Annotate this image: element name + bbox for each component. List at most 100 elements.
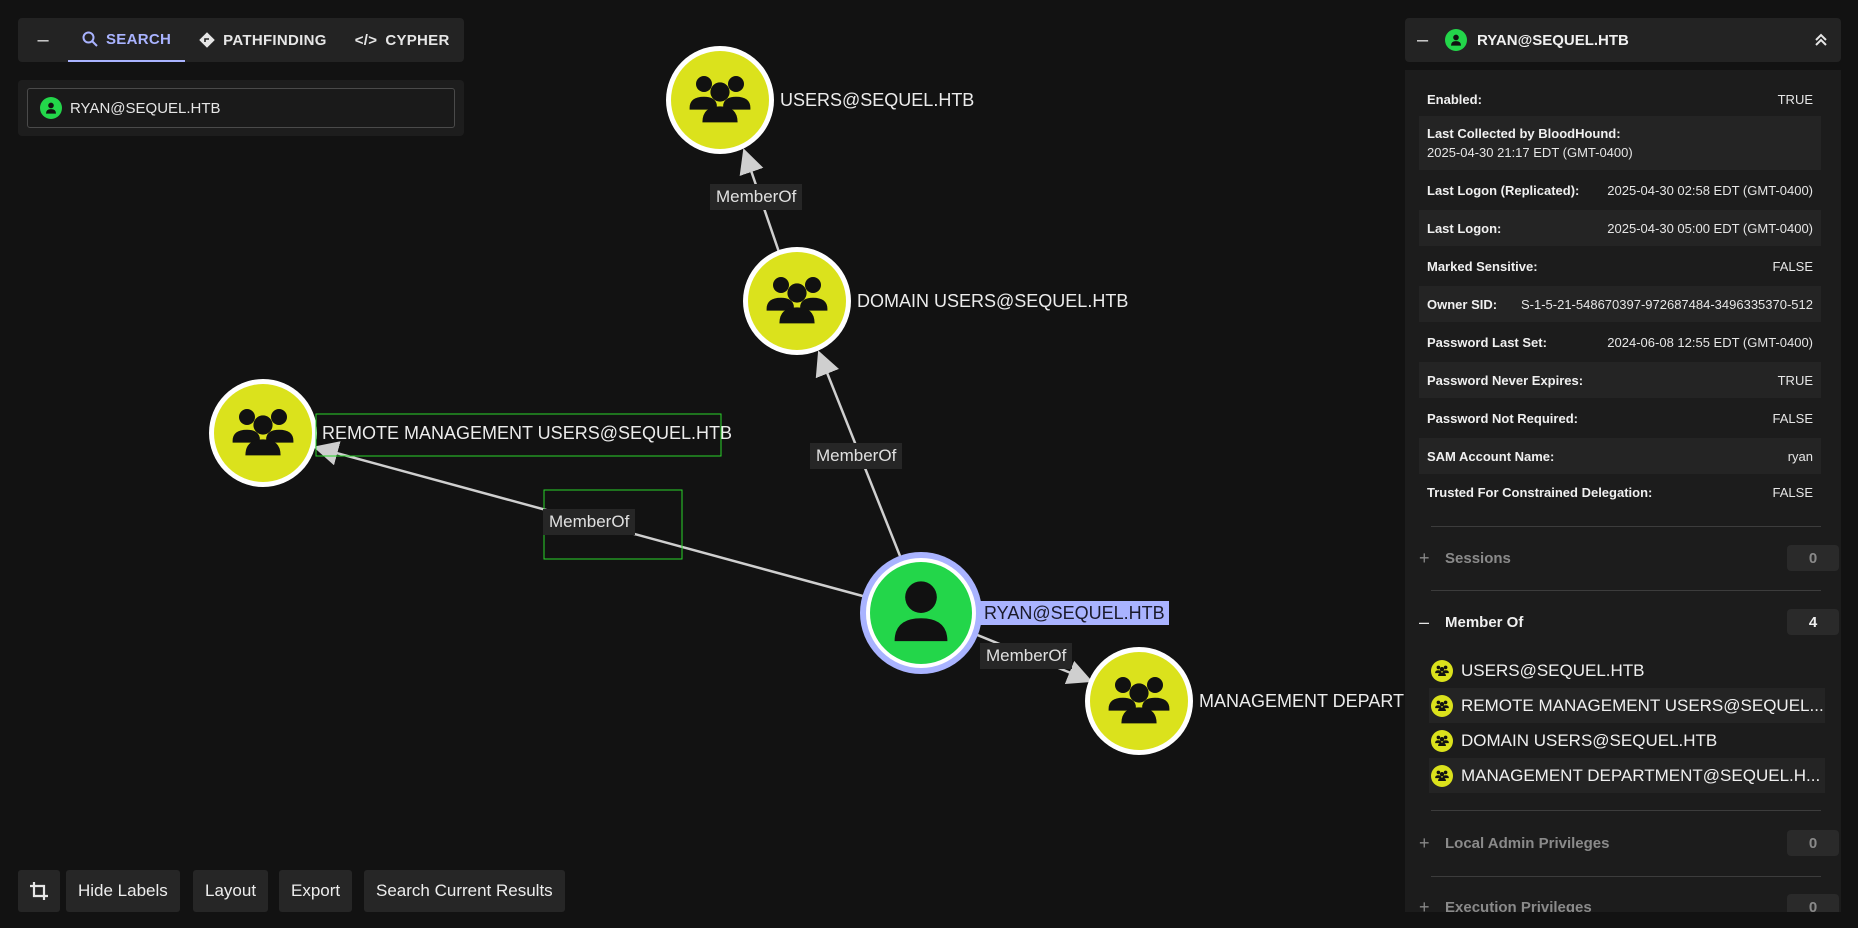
- prop-key: Password Not Required:: [1427, 410, 1578, 426]
- node-label-rmu: REMOTE MANAGEMENT USERS@SEQUEL.HTB: [322, 423, 733, 443]
- prop-key: Password Never Expires:: [1427, 372, 1584, 388]
- export-button[interactable]: Export: [279, 870, 353, 912]
- node-label-users: USERS@SEQUEL.HTB: [780, 90, 975, 110]
- prop-value: TRUE: [1777, 372, 1813, 388]
- edge-label-rmu: MemberOf: [543, 509, 636, 535]
- list-item[interactable]: USERS@SEQUEL.HTB: [1429, 653, 1825, 688]
- group-icon: [1431, 729, 1453, 752]
- prop-row: Password Not Required: FALSE: [1419, 400, 1821, 436]
- search-input[interactable]: RYAN@SEQUEL.HTB: [27, 88, 455, 128]
- prop-row: Enabled: TRUE: [1419, 84, 1821, 114]
- prop-key: Last Collected by BloodHound:: [1427, 126, 1621, 141]
- prop-key: Last Logon (Replicated):: [1427, 182, 1580, 198]
- list-item-label: REMOTE MANAGEMENT USERS@SEQUEL....: [1461, 695, 1825, 715]
- search-icon: [82, 31, 98, 47]
- detail-panel[interactable]: Enabled: TRUE Last Collected by BloodHou…: [1405, 70, 1841, 912]
- collapse-details-button[interactable]: –: [1417, 28, 1429, 51]
- prop-value: ryan: [1787, 448, 1813, 464]
- section-local-admin[interactable]: + Local Admin Privileges 0: [1419, 824, 1839, 862]
- plus-icon: +: [1419, 547, 1430, 568]
- prop-value: 2025-04-30 21:17 EDT (GMT-0400): [1427, 145, 1633, 160]
- section-execution[interactable]: + Execution Privileges 0: [1419, 888, 1839, 912]
- search-results-area: RYAN@SEQUEL.HTB: [18, 80, 464, 136]
- prop-value: 2025-04-30 05:00 EDT (GMT-0400): [1607, 220, 1813, 236]
- prop-key: Trusted For Constrained Delegation:: [1427, 484, 1653, 500]
- chevron-double-up-icon[interactable]: [1813, 32, 1829, 48]
- pathfinding-icon: [199, 32, 215, 48]
- section-member-of[interactable]: – Member Of 4: [1419, 603, 1839, 641]
- detail-header: – RYAN@SEQUEL.HTB: [1405, 18, 1841, 62]
- node-mgmt-group[interactable]: [1085, 647, 1193, 755]
- user-icon: [1445, 29, 1467, 51]
- collapse-search-button[interactable]: –: [18, 18, 68, 62]
- node-label-domain-users: DOMAIN USERS@SEQUEL.HTB: [857, 291, 1129, 311]
- prop-row: Last Logon (Replicated): 2025-04-30 02:5…: [1419, 172, 1821, 208]
- section-label: Local Admin Privileges: [1445, 834, 1610, 852]
- tab-cypher-label: CYPHER: [385, 31, 450, 49]
- count-badge: 4: [1787, 609, 1839, 635]
- edge-label-mgmt: MemberOf: [980, 643, 1073, 669]
- group-icon: [1431, 659, 1453, 682]
- prop-value: FALSE: [1772, 410, 1813, 426]
- search-panel: – SEARCH PATHFINDING </> CYPHER: [18, 18, 464, 62]
- list-item-label: DOMAIN USERS@SEQUEL.HTB: [1461, 730, 1718, 750]
- group-icon: [1431, 694, 1453, 717]
- prop-key: Owner SID:: [1427, 296, 1498, 312]
- prop-value: 2025-04-30 02:58 EDT (GMT-0400): [1607, 182, 1813, 198]
- hide-labels-button[interactable]: Hide Labels: [66, 870, 180, 912]
- prop-row: Password Last Set: 2024-06-08 12:55 EDT …: [1419, 324, 1821, 360]
- plus-icon: +: [1419, 832, 1430, 853]
- prop-row: Last Logon: 2025-04-30 05:00 EDT (GMT-04…: [1419, 210, 1821, 246]
- prop-key: Marked Sensitive:: [1427, 258, 1538, 274]
- prop-key: Last Logon:: [1427, 220, 1502, 236]
- prop-value: S-1-5-21-548670397-972687484-3496335370-…: [1520, 296, 1813, 312]
- crop-icon: [30, 882, 48, 900]
- list-item[interactable]: MANAGEMENT DEPARTMENT@SEQUEL.H...: [1429, 758, 1825, 793]
- minus-icon: –: [1419, 611, 1430, 632]
- code-icon: </>: [354, 31, 378, 49]
- divider: [1431, 590, 1821, 591]
- tab-pathfinding-label: PATHFINDING: [223, 31, 327, 49]
- node-label-mgmt: MANAGEMENT DEPARTM: [1199, 691, 1405, 711]
- prop-row: Owner SID: S-1-5-21-548670397-972687484-…: [1419, 286, 1821, 322]
- prop-value: 2024-06-08 12:55 EDT (GMT-0400): [1607, 334, 1813, 350]
- tab-pathfinding[interactable]: PATHFINDING: [185, 18, 341, 62]
- search-current-results-button[interactable]: Search Current Results: [364, 870, 565, 912]
- divider: [1431, 876, 1821, 877]
- tab-cypher[interactable]: </> CYPHER: [341, 18, 464, 62]
- prop-row: Trusted For Constrained Delegation: FALS…: [1419, 474, 1821, 510]
- list-item[interactable]: REMOTE MANAGEMENT USERS@SEQUEL....: [1429, 688, 1825, 723]
- prop-key: SAM Account Name:: [1427, 448, 1555, 464]
- search-input-value: RYAN@SEQUEL.HTB: [70, 99, 221, 117]
- edge-label-domain-users: MemberOf: [810, 443, 903, 469]
- section-label: Execution Privileges: [1445, 898, 1592, 913]
- prop-row: Password Never Expires: TRUE: [1419, 362, 1821, 398]
- divider: [1431, 526, 1821, 527]
- prop-key: Password Last Set:: [1427, 334, 1547, 350]
- edge-label-users: MemberOf: [710, 184, 803, 210]
- list-item[interactable]: DOMAIN USERS@SEQUEL.HTB: [1429, 723, 1825, 758]
- prop-row: SAM Account Name: ryan: [1419, 438, 1821, 474]
- user-icon: [40, 97, 62, 119]
- node-users-group[interactable]: [666, 46, 774, 154]
- prop-value: FALSE: [1772, 258, 1813, 274]
- plus-icon: +: [1419, 896, 1430, 913]
- crop-button[interactable]: [18, 870, 60, 912]
- divider: [1431, 810, 1821, 811]
- prop-row: Marked Sensitive: FALSE: [1419, 248, 1821, 284]
- count-badge: 0: [1787, 830, 1839, 856]
- section-label: Member Of: [1445, 613, 1524, 631]
- section-sessions[interactable]: + Sessions 0: [1419, 539, 1839, 577]
- list-item-label: USERS@SEQUEL.HTB: [1461, 660, 1645, 680]
- node-domain-users-group[interactable]: [743, 247, 851, 355]
- node-rmu-group[interactable]: [209, 379, 317, 487]
- detail-title: RYAN@SEQUEL.HTB: [1477, 31, 1629, 49]
- tab-search[interactable]: SEARCH: [68, 18, 186, 62]
- group-icon: [1431, 764, 1453, 787]
- layout-button[interactable]: Layout: [193, 870, 269, 912]
- section-label: Sessions: [1445, 549, 1511, 567]
- selection-box-rmu-label: [315, 413, 722, 457]
- count-badge: 0: [1787, 894, 1839, 912]
- node-ryan-user[interactable]: [860, 552, 982, 674]
